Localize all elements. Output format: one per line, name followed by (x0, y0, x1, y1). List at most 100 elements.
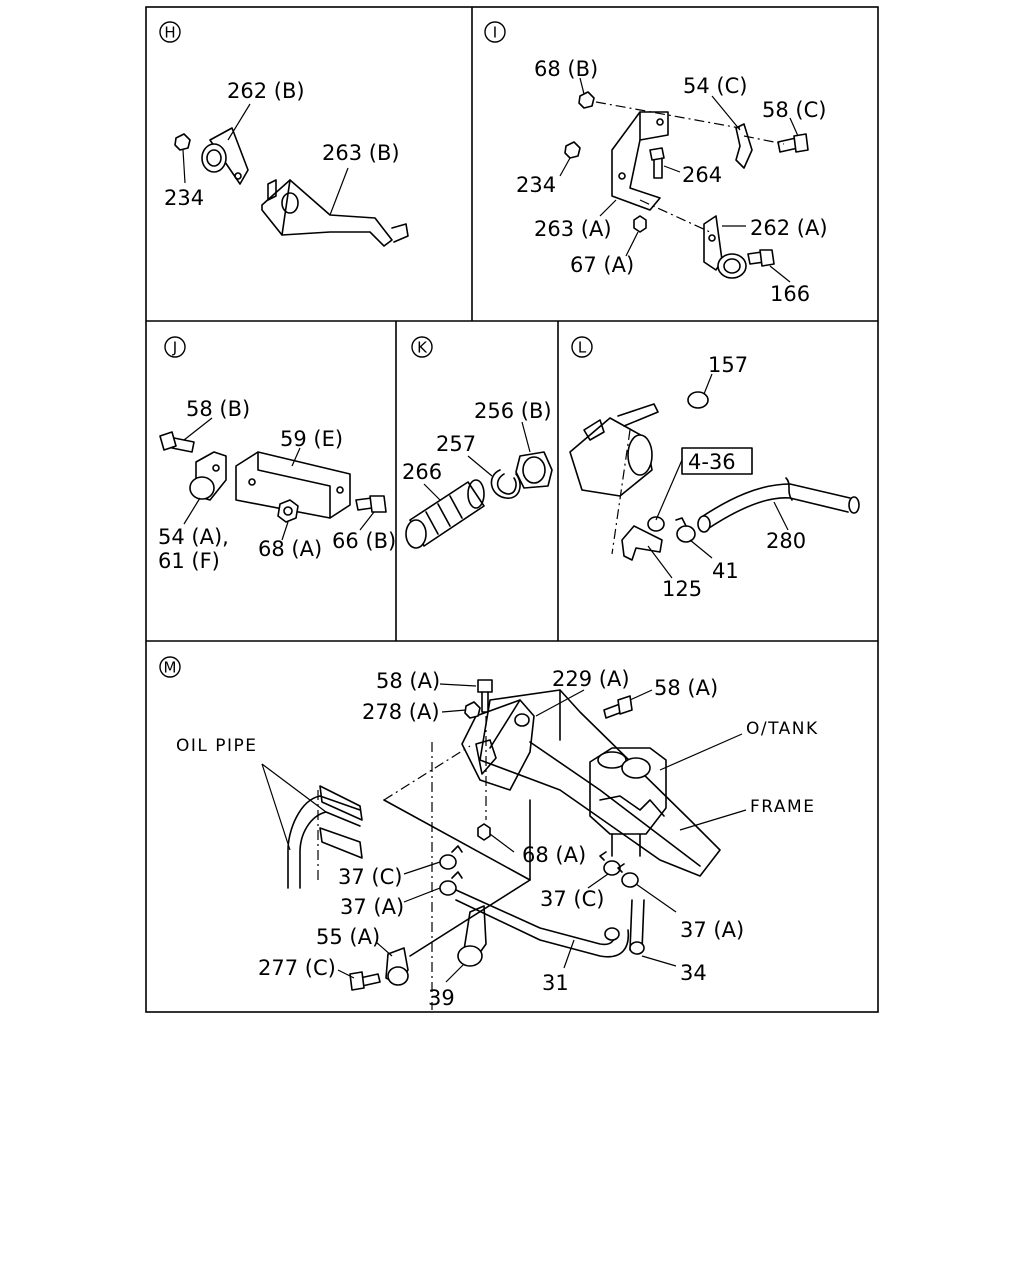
nut-68a-m (477, 823, 491, 841)
callout-256b: 256 (B) (474, 399, 552, 423)
assembly-bracket-outline (383, 799, 531, 957)
bracket-263b (261, 179, 409, 247)
callout-278a: 278 (A) (362, 700, 440, 724)
assembly-line-l1 (611, 429, 631, 555)
panel-frames (145, 6, 879, 1013)
bolt-58a-right (603, 695, 633, 719)
panel-j: J 58 (B) 59 (E) 5 (158, 336, 396, 573)
leader-277c (337, 969, 355, 979)
leader-166 (769, 265, 791, 283)
panel-marker-m: M (159, 656, 181, 678)
leader-234-i (559, 157, 571, 177)
panel-letter-k: K (417, 339, 428, 357)
callout-262a: 262 (A) (750, 216, 828, 240)
leader-oilpipe-1 (261, 763, 291, 851)
callout-229a: 229 (A) (552, 667, 630, 691)
callout-59e: 59 (E) (280, 427, 343, 451)
callout-280: 280 (766, 529, 806, 553)
hose-34 (629, 899, 645, 955)
callout-34: 34 (680, 961, 707, 985)
callout-54a: 54 (A), (158, 525, 229, 549)
nut-68a-j (277, 499, 299, 523)
bolt-166 (747, 249, 775, 267)
bracket-263a (611, 111, 669, 211)
leader-278a (441, 709, 467, 713)
nut-67a (633, 215, 647, 233)
leader-39 (445, 963, 465, 983)
fitting-266 (405, 479, 485, 549)
panel-letter-l: L (578, 339, 587, 357)
callout-58b: 58 (B) (186, 397, 250, 421)
pump-unit (569, 403, 659, 497)
leader-257 (467, 455, 493, 477)
panel-m: M (159, 656, 819, 1010)
clamp-37c-right (599, 851, 621, 876)
callout-125: 125 (662, 577, 702, 601)
leader-58b (183, 417, 213, 441)
o-ring-157 (687, 391, 709, 409)
callout-37a-2: 37 (A) (680, 918, 744, 942)
clamp-39 (457, 905, 487, 967)
callout-frame: FRAME (750, 797, 815, 817)
leader-263a (599, 199, 617, 217)
clamp-262b (201, 127, 249, 185)
callout-257: 257 (436, 432, 476, 456)
leader-68a-m (489, 833, 515, 853)
leader-436 (655, 459, 683, 521)
callout-4-36: 4-36 (688, 450, 736, 474)
leader-37c-1 (403, 861, 441, 875)
leader-37a-1 (403, 887, 441, 903)
callout-234-h: 234 (164, 186, 204, 210)
panel-marker-k: K (411, 336, 433, 358)
leader-157 (703, 373, 713, 395)
clamp-54a (189, 451, 227, 501)
callout-41: 41 (712, 559, 739, 583)
leader-58c (789, 117, 799, 137)
bolt-58b (159, 431, 195, 453)
bracket-59e (235, 451, 351, 519)
oil-tank (589, 747, 667, 857)
leader-280 (773, 501, 789, 531)
callout-166: 166 (770, 282, 810, 306)
leader-266 (423, 483, 441, 501)
outer-frame (145, 6, 879, 1013)
leader-41 (689, 539, 713, 559)
bolt-277c (349, 971, 381, 991)
leader-oilpipe-2 (261, 763, 327, 813)
clamp-262a (703, 215, 747, 279)
callout-37c-2: 37 (C) (540, 887, 604, 911)
bolt-58a-top (477, 679, 493, 713)
callout-37c-1: 37 (C) (338, 865, 402, 889)
clamp-37c-left (439, 845, 463, 870)
clamp-37a-right (617, 863, 639, 888)
callout-68b: 68 (B) (534, 57, 598, 81)
callout-o-tank: O/TANK (746, 719, 819, 739)
panel-letter-m: M (164, 659, 177, 677)
leader-37a-2 (635, 883, 677, 913)
callout-oil-pipe: OIL PIPE (176, 736, 258, 756)
callout-234-i: 234 (516, 173, 556, 197)
assembly-line-i1 (595, 101, 741, 129)
callout-55a: 55 (A) (316, 925, 380, 949)
leader-234-h (182, 149, 186, 184)
clamp-55a (385, 947, 409, 986)
leader-54a (183, 497, 201, 525)
pipe-125 (621, 516, 665, 561)
nut-68b (578, 91, 595, 109)
callout-157: 157 (708, 353, 748, 377)
callout-58c: 58 (C) (762, 98, 826, 122)
callout-277c: 277 (C) (258, 956, 336, 980)
callout-68a-m: 68 (A) (522, 843, 586, 867)
panel-marker-l: L (571, 336, 593, 358)
leader-58a-2 (629, 689, 653, 701)
panel-marker-h: H (159, 21, 181, 43)
leader-68b (579, 77, 585, 95)
bolt-264 (649, 147, 665, 179)
callout-68a-j: 68 (A) (258, 537, 322, 561)
panel-l: L (569, 336, 860, 601)
callout-67a: 67 (A) (570, 253, 634, 277)
callout-262b-h: 262 (B) (227, 79, 305, 103)
bracket-229a (461, 699, 535, 791)
clamp-41 (675, 517, 696, 543)
callout-54c: 54 (C) (683, 74, 747, 98)
